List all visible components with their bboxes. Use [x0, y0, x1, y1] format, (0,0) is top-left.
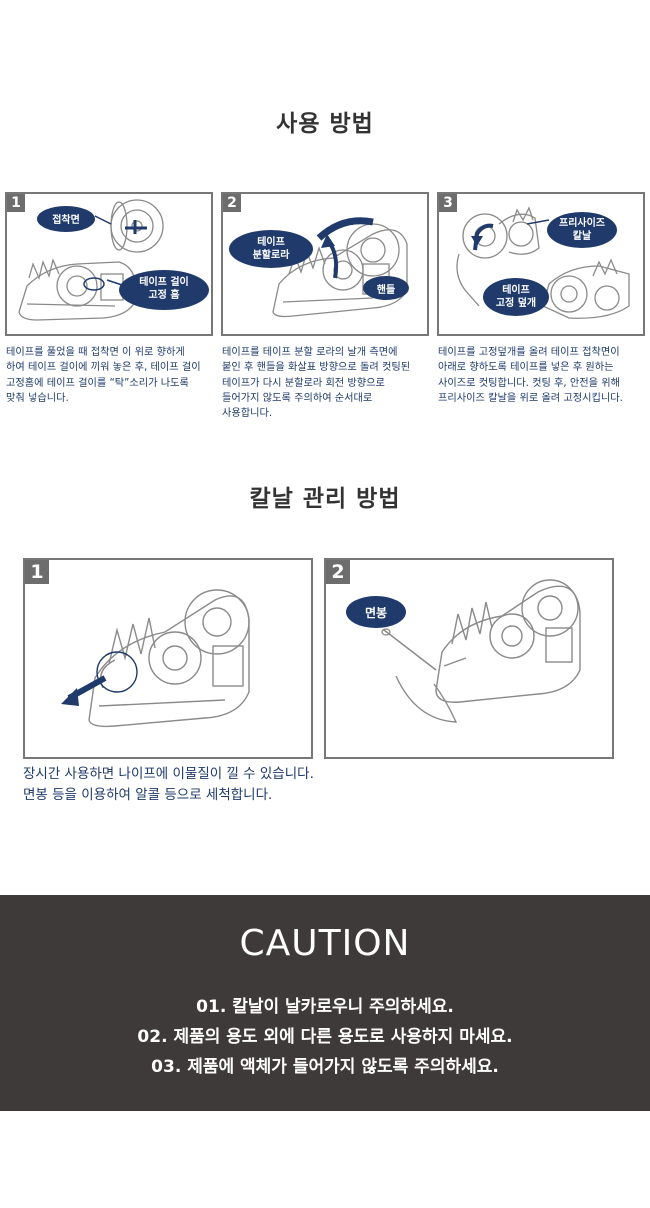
usage-title: 사용 방법	[276, 111, 374, 137]
usage-step-3-panel: 3 프리사이즈 칼날 테이프 고정 덮개	[437, 192, 645, 336]
step-number: 3	[439, 194, 457, 212]
step-number: 2	[326, 560, 350, 584]
label-tape-split-roller: 테이프 분할로라	[252, 237, 290, 261]
step-number: 1	[25, 560, 49, 584]
label-bubble-cover	[483, 278, 549, 316]
usage-step-1-description: 테이프를 풀었을 때 접착면 이 위로 향하게 하여 테이프 걸이에 끼워 놓은…	[6, 347, 201, 404]
label-bubble-blade	[547, 212, 617, 248]
blade-care-title: 칼날 관리 방법	[249, 486, 401, 512]
label-tape-hook-groove: 테이프 걸이 고정 홈	[139, 277, 189, 301]
label-bubble-adhesive	[37, 206, 95, 232]
caution-list: 01. 칼날이 날카로우니 주의하세요. 02. 제품의 용도 외에 다른 용도…	[0, 992, 650, 1082]
label-adhesive-face: 접착면	[52, 215, 80, 226]
caution-title: CAUTION	[239, 923, 411, 964]
usage-step-1-panel: 1 접착면 테이프 걸이 고정 홈	[5, 192, 213, 336]
label-bubble-swab	[346, 596, 406, 628]
caution-item: 02. 제품의 용도 외에 다른 용도로 사용하지 마세요.	[137, 1027, 513, 1047]
label-bubble-tape-hook	[119, 270, 209, 310]
usage-step-2-description: 테이프를 테이프 분할 로라의 날개 측면에 붙인 후 핸들을 화살표 방향으로…	[222, 347, 411, 420]
blade-step-2-panel: 2 면봉	[324, 558, 614, 759]
label-cotton-swab: 면봉	[364, 606, 388, 620]
label-tape-fixing-cover: 테이프 고정 덮개	[495, 285, 537, 309]
caution-item: 01. 칼날이 날카로우니 주의하세요.	[196, 997, 454, 1017]
label-free-size-blade: 프리사이즈 칼날	[559, 218, 605, 242]
blade-step-1-panel: 1	[23, 558, 313, 759]
usage-step-2-panel: 2 테이프 분할로라 핸들	[221, 192, 429, 336]
dispenser-cotton-swab-illustration	[381, 579, 581, 723]
tape-dispenser-illustration	[272, 217, 408, 318]
step-number: 2	[223, 194, 241, 212]
usage-step-3-description: 테이프를 고정덮개를 올려 테이프 접착면이 아래로 향하도록 테이프를 넣은 …	[438, 347, 623, 404]
tape-dispenser-illustration	[456, 206, 630, 319]
label-bubble-splitter	[229, 230, 313, 268]
label-bubble-handle	[363, 276, 409, 300]
caution-section: CAUTION 01. 칼날이 날카로우니 주의하세요. 02. 제품의 용도 …	[0, 895, 650, 1111]
label-handle: 핸들	[376, 285, 396, 296]
caution-item: 03. 제품에 액체가 들어가지 않도록 주의하세요.	[151, 1057, 499, 1077]
step-number: 1	[7, 194, 25, 212]
blade-care-description: 장시간 사용하면 나이프에 이물질이 낄 수 있습니다. 면봉 등을 이용하여 …	[23, 766, 314, 803]
dispenser-blade-illustration	[61, 589, 250, 728]
